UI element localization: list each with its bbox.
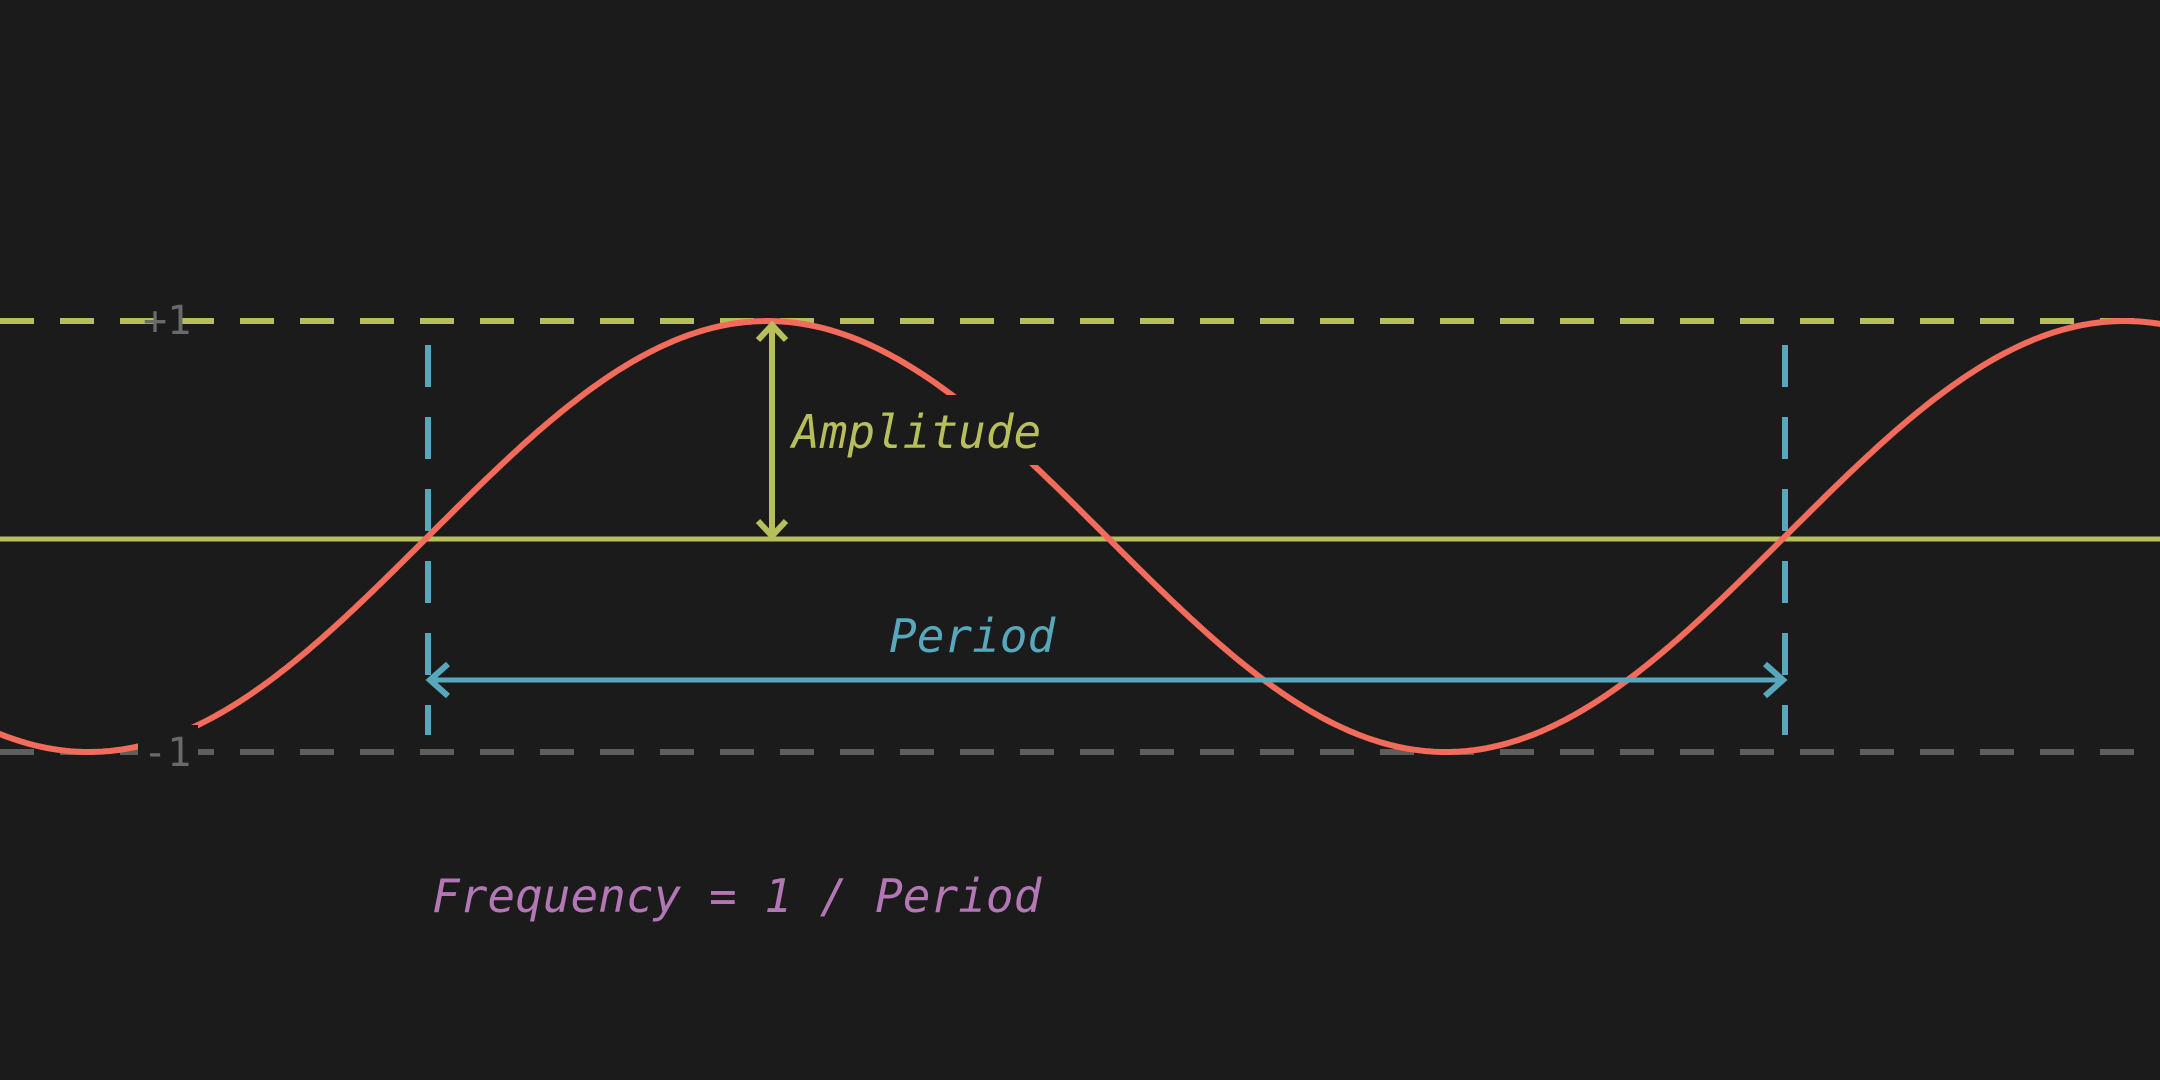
amplitude-arrow: [755, 320, 789, 541]
min-value-label: -1: [143, 730, 191, 776]
frequency-formula: Frequency = 1 / Period: [432, 869, 1043, 923]
amplitude-label-mask: [784, 395, 1054, 465]
period-label: Period: [889, 609, 1056, 663]
min-label-mask: [138, 725, 198, 780]
amplitude-label: Amplitude: [789, 405, 1041, 459]
max-value-label: +1: [143, 298, 191, 344]
period-arrow: [425, 661, 1788, 699]
sine-wave: [0, 318, 2160, 755]
